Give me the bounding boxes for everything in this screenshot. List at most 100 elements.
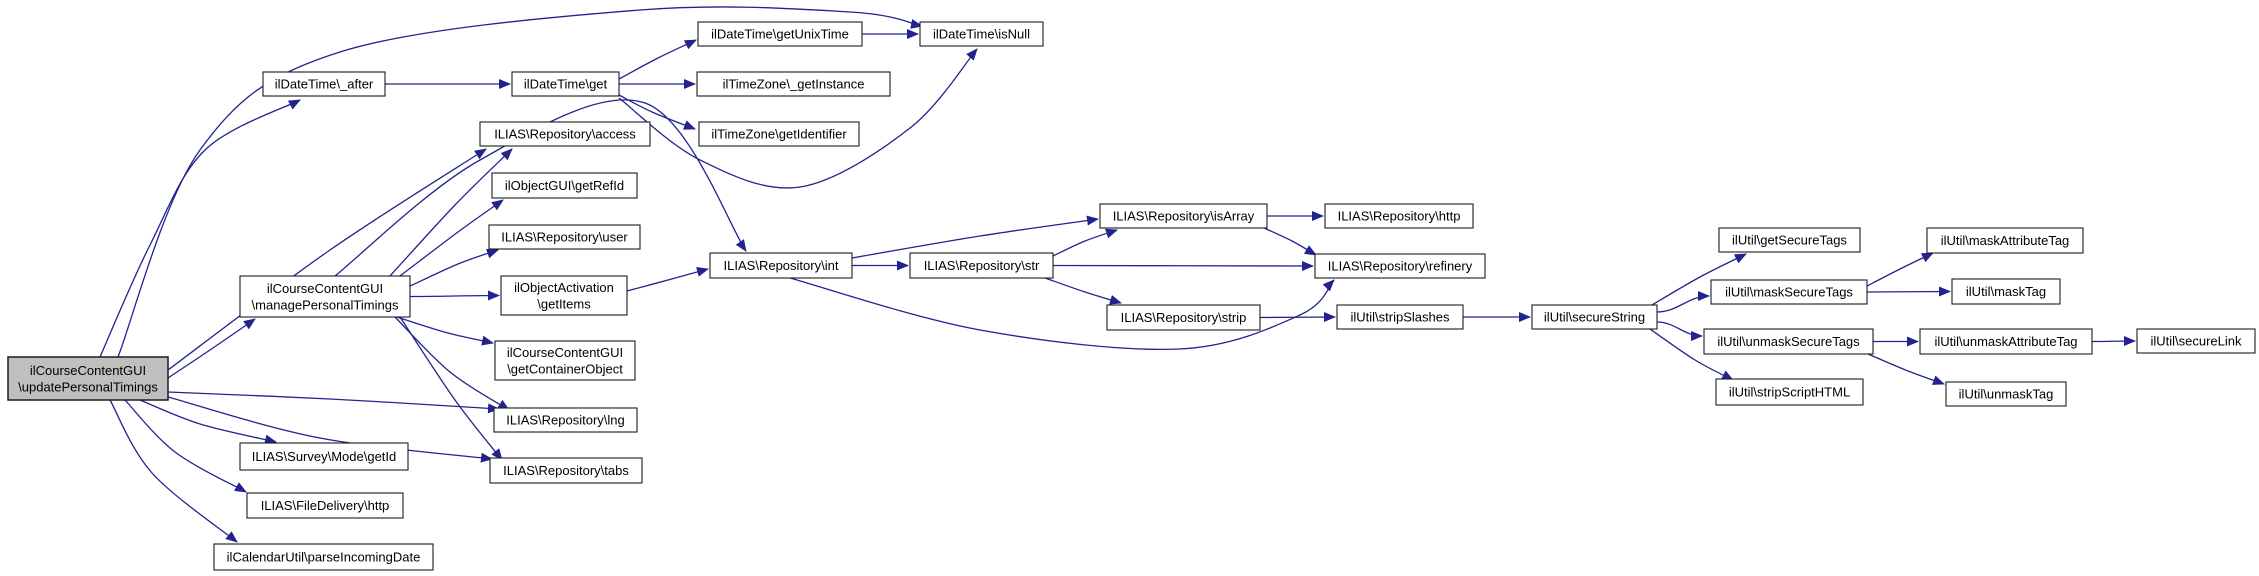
node-box-fhttp[interactable] — [246, 492, 404, 519]
node-box-getSecureTags[interactable] — [1718, 227, 1861, 253]
edge-strip-stripSlashes — [1259, 312, 1336, 323]
node-unmaskAttributeTag[interactable]: ilUtil\unmaskAttributeTag — [1919, 328, 2093, 355]
node-unmaskSecureTags[interactable]: ilUtil\unmaskSecureTags — [1703, 328, 1874, 355]
node-box-strip[interactable] — [1106, 304, 1261, 331]
node-box-lng[interactable] — [493, 407, 638, 433]
node-box-stripSlashes[interactable] — [1336, 304, 1464, 330]
node-stripSlashes[interactable]: ilUtil\stripSlashes — [1336, 304, 1464, 330]
edge-get-getUnixTime — [618, 39, 697, 80]
node-box-getRefId[interactable] — [491, 172, 638, 199]
node-label-get: ilDateTime\get — [524, 77, 608, 92]
node-maskAttributeTag[interactable]: ilUtil\maskAttributeTag — [1926, 227, 2084, 254]
node-getUnixTime[interactable]: ilDateTime\getUnixTime — [697, 21, 863, 47]
node-label-getInstance: ilTimeZone\_getInstance — [723, 77, 865, 92]
node-getInstance[interactable]: ilTimeZone\_getInstance — [696, 71, 891, 97]
node-box-secureLink[interactable] — [2136, 328, 2256, 354]
node-label-stripSlashes: ilUtil\stripSlashes — [1351, 310, 1450, 325]
node-label-unmaskAttributeTag: ilUtil\unmaskAttributeTag — [1934, 334, 2077, 349]
node-box-getItems[interactable] — [500, 275, 628, 316]
node-int[interactable]: ILIAS\Repository\int — [709, 252, 853, 279]
node-box-manage[interactable] — [239, 275, 411, 318]
node-box-maskTag[interactable] — [1951, 278, 2061, 305]
node-box-unmaskAttributeTag[interactable] — [1919, 328, 2093, 355]
edge-manage-access — [389, 148, 513, 277]
node-label-secureString: ilUtil\secureString — [1544, 310, 1645, 325]
node-maskTag[interactable]: ilUtil\maskTag — [1951, 278, 2061, 305]
node-isNull[interactable]: ilDateTime\isNull — [919, 21, 1044, 47]
node-box-isArray[interactable] — [1099, 203, 1268, 229]
node-get[interactable]: ilDateTime\get — [511, 71, 620, 97]
node-box-secureString[interactable] — [1531, 304, 1658, 330]
node-manage[interactable]: ilCourseContentGUI\managePersonalTimings — [239, 275, 411, 318]
node-maskSecureTags[interactable]: ilUtil\maskSecureTags — [1710, 279, 1868, 305]
edge-secureString-getSecureTags — [1651, 253, 1747, 306]
node-update[interactable]: ilCourseContentGUI\updatePersonalTimings — [7, 356, 169, 401]
edge-maskSecureTags-maskAttributeTag — [1866, 252, 1934, 287]
node-unmaskTag[interactable]: ilUtil\unmaskTag — [1945, 381, 2067, 407]
edge-update-tabs — [167, 396, 493, 463]
node-label-maskSecureTags: ilUtil\maskSecureTags — [1725, 285, 1853, 300]
node-after[interactable]: ilDateTime\_after — [262, 71, 386, 97]
node-box-access[interactable] — [479, 121, 651, 147]
edge-unmaskAttributeTag-secureLink — [2091, 336, 2136, 347]
node-box-parse[interactable] — [213, 543, 434, 571]
node-box-getIdentifier[interactable] — [698, 121, 860, 147]
node-rhttp[interactable]: ILIAS\Repository\http — [1324, 203, 1474, 229]
node-box-maskAttributeTag[interactable] — [1926, 227, 2084, 254]
node-strip[interactable]: ILIAS\Repository\strip — [1106, 304, 1261, 331]
node-getContainer[interactable]: ilCourseContentGUI\getContainerObject — [494, 340, 636, 381]
node-secureLink[interactable]: ilUtil\secureLink — [2136, 328, 2256, 354]
node-box-tabs[interactable] — [489, 457, 643, 484]
node-secureString[interactable]: ilUtil\secureString — [1531, 304, 1658, 330]
node-isArray[interactable]: ILIAS\Repository\isArray — [1099, 203, 1268, 229]
node-getId[interactable]: ILIAS\Survey\Mode\getId — [239, 442, 409, 471]
node-box-getUnixTime[interactable] — [697, 21, 863, 47]
node-str[interactable]: ILIAS\Repository\str — [909, 252, 1054, 279]
node-box-stripScriptHTML[interactable] — [1715, 378, 1864, 406]
node-getItems[interactable]: ilObjectActivation\getItems — [500, 275, 628, 316]
node-label-int: ILIAS\Repository\int — [724, 258, 839, 273]
node-lng[interactable]: ILIAS\Repository\lng — [493, 407, 638, 433]
node-label-getItems: ilObjectActivation\getItems — [514, 280, 614, 312]
edge-secureString-unmaskSecureTags — [1656, 321, 1703, 341]
node-box-getId[interactable] — [239, 442, 409, 471]
node-box-str[interactable] — [909, 252, 1054, 279]
node-getSecureTags[interactable]: ilUtil\getSecureTags — [1718, 227, 1861, 253]
node-label-maskAttributeTag: ilUtil\maskAttributeTag — [1941, 233, 2070, 248]
node-box-rhttp[interactable] — [1324, 203, 1474, 229]
node-fhttp[interactable]: ILIAS\FileDelivery\http — [246, 492, 404, 519]
node-access[interactable]: ILIAS\Repository\access — [479, 121, 651, 147]
node-box-user[interactable] — [488, 224, 641, 250]
node-box-int[interactable] — [709, 252, 853, 279]
node-box-unmaskSecureTags[interactable] — [1703, 328, 1874, 355]
node-user[interactable]: ILIAS\Repository\user — [488, 224, 641, 250]
node-box-maskSecureTags[interactable] — [1710, 279, 1868, 305]
edge-manage-getItems — [409, 290, 500, 301]
node-parse[interactable]: ilCalendarUtil\parseIncomingDate — [213, 543, 434, 571]
node-tabs[interactable]: ILIAS\Repository\tabs — [489, 457, 643, 484]
edge-update-lng — [167, 391, 500, 414]
edge-get-getIdentifier — [618, 94, 696, 130]
node-refinery[interactable]: ILIAS\Repository\refinery — [1314, 253, 1486, 279]
node-box-refinery[interactable] — [1314, 253, 1486, 279]
node-box-unmaskTag[interactable] — [1945, 381, 2067, 407]
node-label-refinery: ILIAS\Repository\refinery — [1328, 259, 1473, 274]
node-label-stripScriptHTML: ilUtil\stripScriptHTML — [1729, 385, 1850, 400]
edge-update-fhttp — [124, 399, 247, 493]
node-getRefId[interactable]: ilObjectGUI\getRefId — [491, 172, 638, 199]
node-label-isNull: ilDateTime\isNull — [933, 27, 1030, 42]
node-box-getInstance[interactable] — [696, 71, 891, 97]
node-label-after: ilDateTime\_after — [275, 77, 374, 92]
node-box-getContainer[interactable] — [494, 340, 636, 381]
node-box-get[interactable] — [511, 71, 620, 97]
node-label-parse: ilCalendarUtil\parseIncomingDate — [227, 550, 421, 565]
node-stripScriptHTML[interactable]: ilUtil\stripScriptHTML — [1715, 378, 1864, 406]
node-getIdentifier[interactable]: ilTimeZone\getIdentifier — [698, 121, 860, 147]
edge-update-isNull — [117, 6, 923, 358]
node-box-after[interactable] — [262, 71, 386, 97]
node-box-update[interactable] — [7, 356, 169, 401]
node-box-isNull[interactable] — [919, 21, 1044, 47]
edge-int-isArray — [851, 215, 1099, 259]
edge-secureString-stripScriptHTML — [1649, 328, 1734, 381]
